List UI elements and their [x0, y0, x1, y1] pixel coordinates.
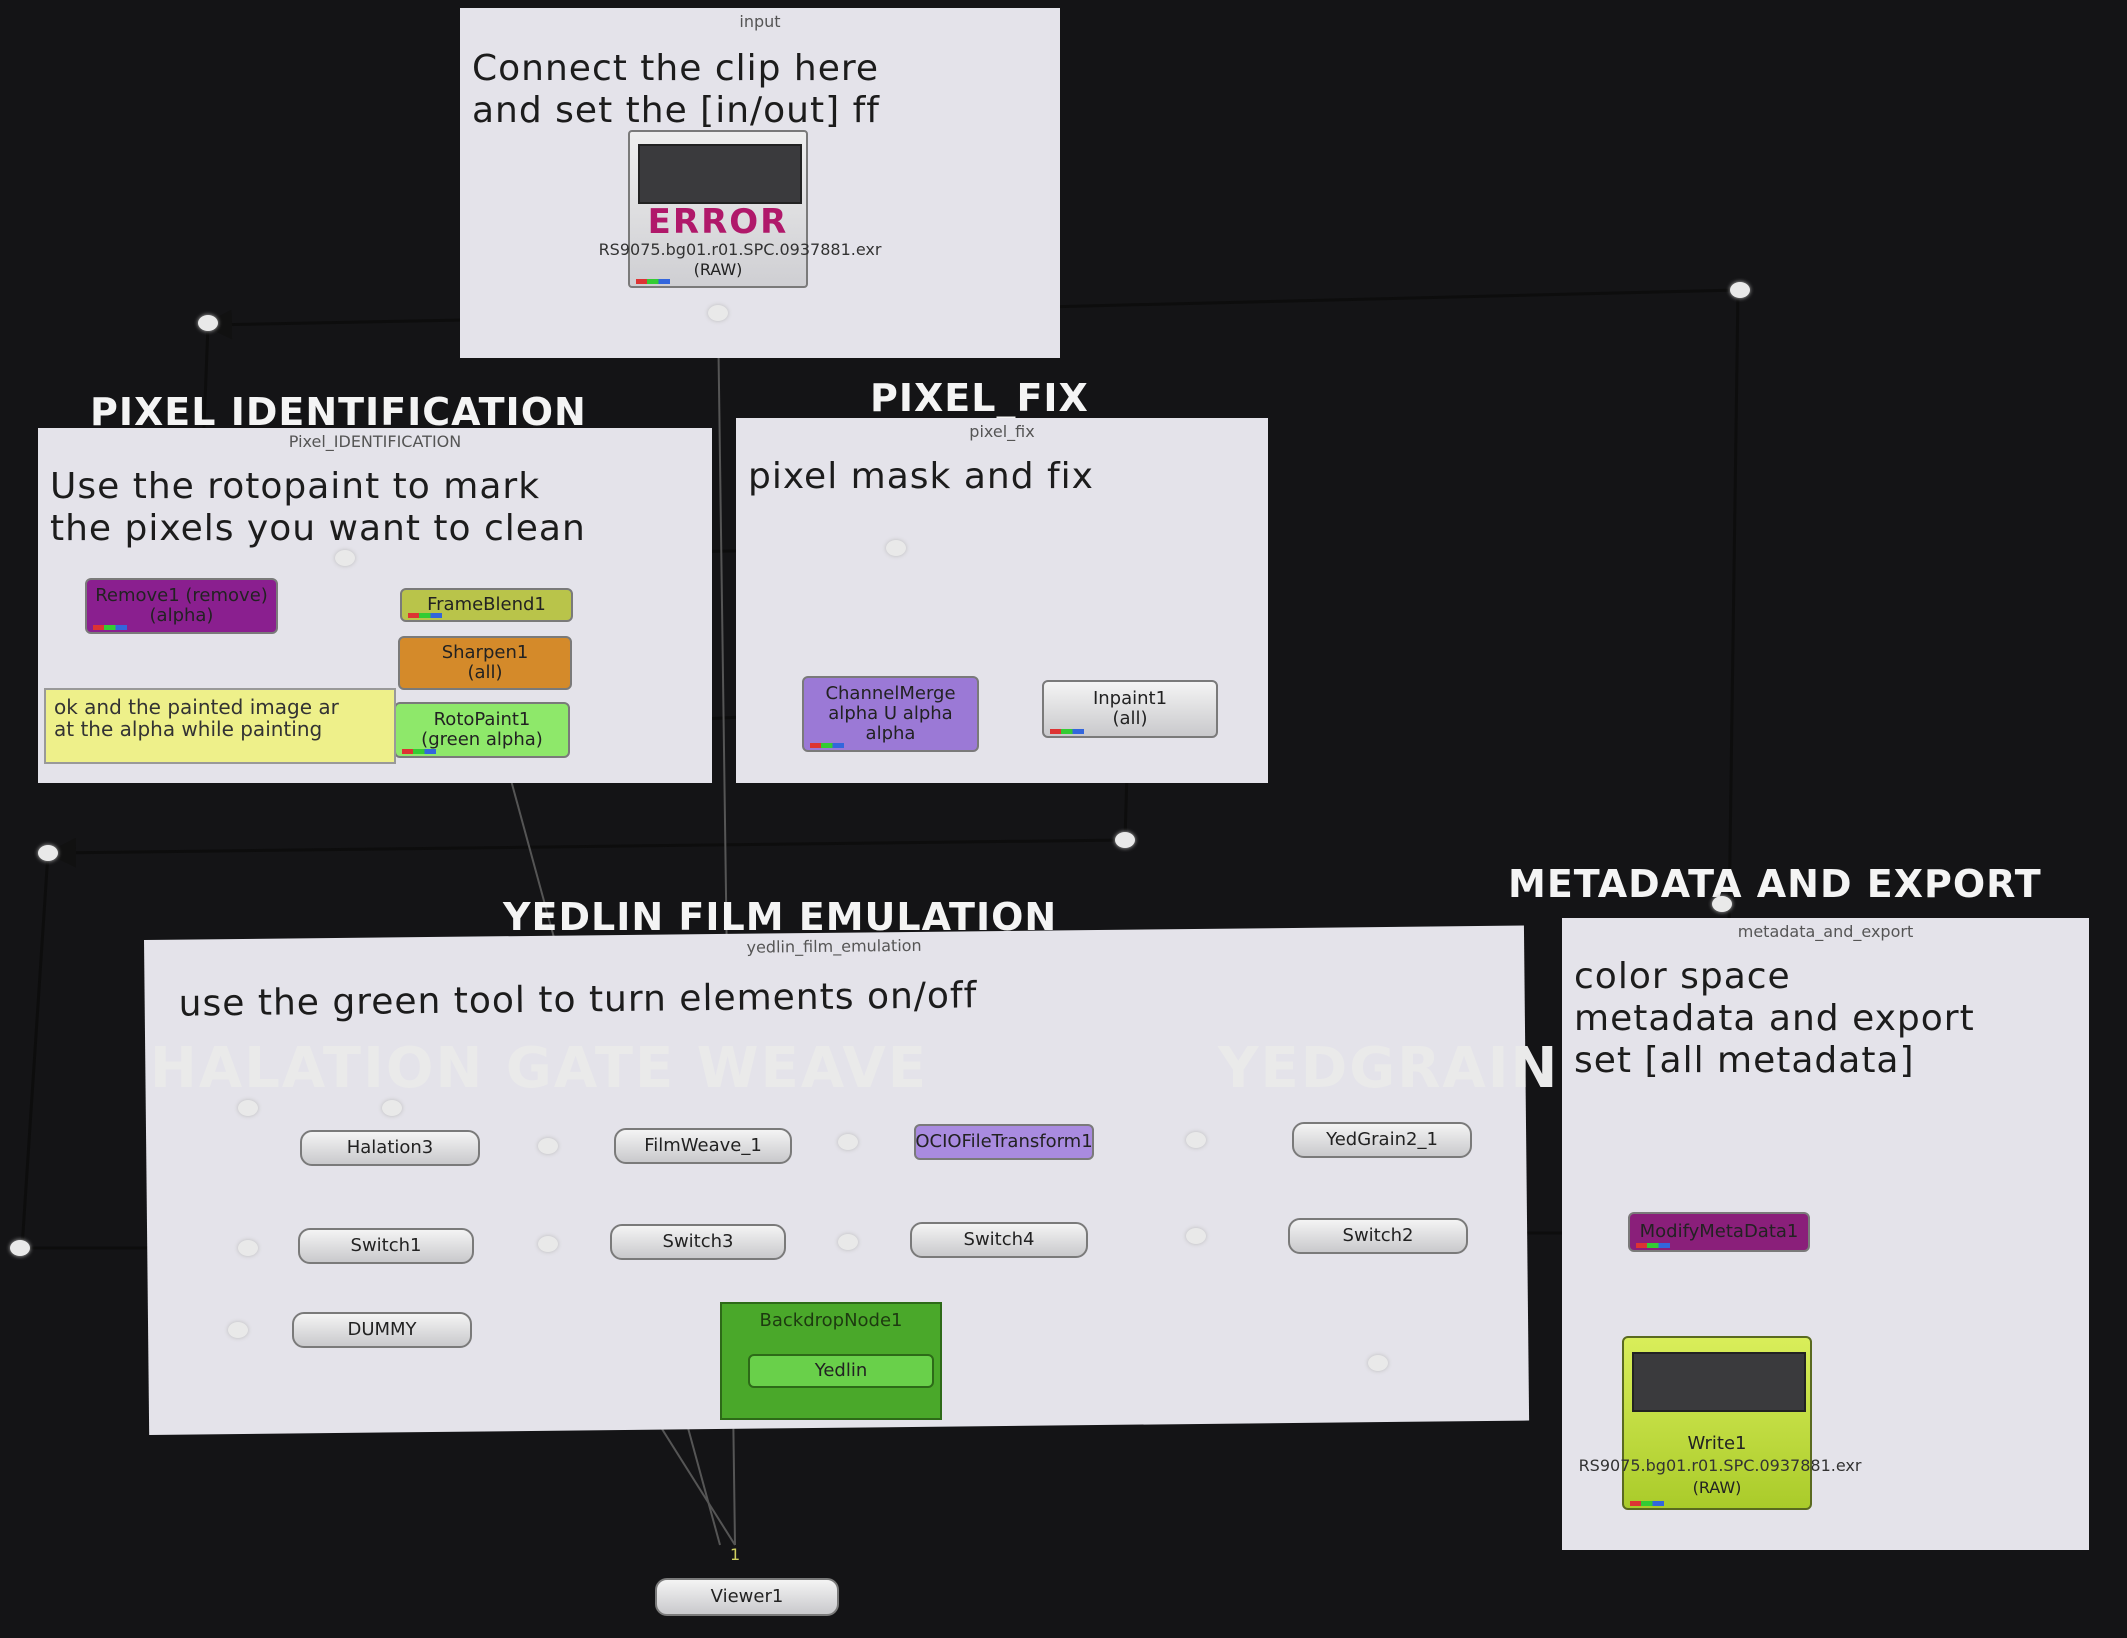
left-bus-dot[interactable]	[38, 845, 58, 861]
pixel-identification-label: PIXEL IDENTIFICATION	[90, 390, 587, 434]
pixel-fix-output-dot[interactable]	[1115, 832, 1135, 848]
pixel-fix-dot[interactable]	[886, 540, 906, 556]
dummy-node[interactable]: DUMMY	[292, 1312, 472, 1348]
backdrop-name: metadata_and_export	[1737, 922, 1914, 941]
node-channel-chip	[1050, 729, 1084, 734]
switch1-node[interactable]: Switch1	[298, 1228, 474, 1264]
yedlin-backdrop-name: BackdropNode1	[759, 1310, 903, 1331]
input-output-dot[interactable]	[708, 305, 728, 321]
read-thumbnail	[638, 144, 802, 204]
node-channel-chip	[93, 625, 127, 630]
backdrop-note: color space metadata and export set [all…	[1574, 956, 1975, 1081]
read-node[interactable]: ERROR (RAW)	[628, 130, 808, 288]
metadata-dot[interactable]	[1712, 896, 1732, 912]
film-dot-4[interactable]	[838, 1234, 858, 1250]
viewer-node[interactable]: Viewer1	[655, 1578, 839, 1616]
node-channel-chip	[408, 613, 442, 618]
switch2-node[interactable]: Switch2	[1288, 1218, 1468, 1254]
film-dot-2[interactable]	[538, 1236, 558, 1252]
node-channel-chip	[1630, 1501, 1664, 1506]
backdrop-name: input	[739, 12, 781, 31]
backdrop-name: Pixel_IDENTIFICATION	[288, 432, 462, 451]
node-channel-chip	[1636, 1243, 1670, 1248]
modify-metadata-node[interactable]: ModifyMetaData1	[1628, 1212, 1810, 1252]
write-label: Write1	[1687, 1433, 1747, 1454]
film-dot-3[interactable]	[538, 1138, 558, 1154]
write-node[interactable]: Write1 (RAW)	[1622, 1336, 1812, 1510]
write-mode-label: (RAW)	[1692, 1478, 1742, 1497]
film-dot-6[interactable]	[1186, 1228, 1206, 1244]
node-channel-chip	[402, 749, 436, 754]
read-channel-chip	[636, 279, 670, 284]
switch3-node[interactable]: Switch3	[610, 1224, 786, 1260]
frameblend-node[interactable]: FrameBlend1	[400, 588, 573, 622]
halation-gate-weave-label: HALATION GATE WEAVE	[150, 1036, 928, 1101]
inpaint-node[interactable]: Inpaint1 (all)	[1042, 680, 1218, 738]
film-dot-8[interactable]	[1368, 1355, 1388, 1371]
film-dot-in[interactable]	[10, 1240, 30, 1256]
film-dot-bottom[interactable]	[228, 1322, 248, 1338]
read-file-label: RS9075.bg01.r01.SPC.0937881.exr	[598, 240, 882, 259]
metadata-export-label: METADATA AND EXPORT	[1508, 862, 2042, 906]
backdrop-name: pixel_fix	[969, 422, 1035, 441]
viewer-input-number: 1	[730, 1545, 741, 1564]
channelmerge-node[interactable]: ChannelMerge alpha U alpha alpha	[802, 676, 979, 752]
film-dot-top[interactable]	[238, 1100, 258, 1116]
yedgrain-node[interactable]: YedGrain2_1	[1292, 1122, 1472, 1158]
halation-node[interactable]: Halation3	[300, 1130, 480, 1166]
right-bus-dot[interactable]	[1730, 282, 1750, 298]
backdrop-note: Connect the clip here and set the [in/ou…	[472, 48, 880, 131]
backdrop-note: pixel mask and fix	[748, 456, 1094, 497]
remove-node[interactable]: Remove1 (remove) (alpha)	[85, 578, 278, 634]
rotopaint-node[interactable]: RotoPaint1 (green alpha)	[394, 702, 570, 758]
filmweave-node[interactable]: FilmWeave_1	[614, 1128, 792, 1164]
pixel-id-dot-top[interactable]	[198, 315, 218, 331]
backdrop-note: Use the rotopaint to mark the pixels you…	[50, 466, 586, 549]
node-channel-chip	[810, 743, 844, 748]
backdrop-note: use the green tool to turn elements on/o…	[178, 975, 978, 1025]
sticky-note[interactable]: ok and the painted image ar at the alpha…	[44, 688, 396, 764]
switch4-node[interactable]: Switch4	[910, 1222, 1088, 1258]
write-file-label: RS9075.bg01.r01.SPC.0937881.exr	[1578, 1456, 1862, 1475]
pixel-fix-label: PIXEL_FIX	[870, 376, 1089, 420]
read-mode-label: (RAW)	[693, 260, 743, 279]
film-dot-7[interactable]	[1186, 1132, 1206, 1148]
pixel-id-dot-mid[interactable]	[335, 550, 355, 566]
read-error-label: ERROR	[647, 202, 789, 242]
write-thumbnail	[1632, 1352, 1806, 1412]
film-dot-5[interactable]	[838, 1134, 858, 1150]
yedlin-node[interactable]: Yedlin	[748, 1354, 934, 1388]
ocio-node[interactable]: OCIOFileTransform1	[914, 1124, 1094, 1160]
sharpen-node[interactable]: Sharpen1 (all)	[398, 636, 572, 690]
yedgrain-label: YEDGRAIN	[1218, 1036, 1560, 1101]
film-dot-halation[interactable]	[382, 1100, 402, 1116]
film-dot-split[interactable]	[238, 1240, 258, 1256]
